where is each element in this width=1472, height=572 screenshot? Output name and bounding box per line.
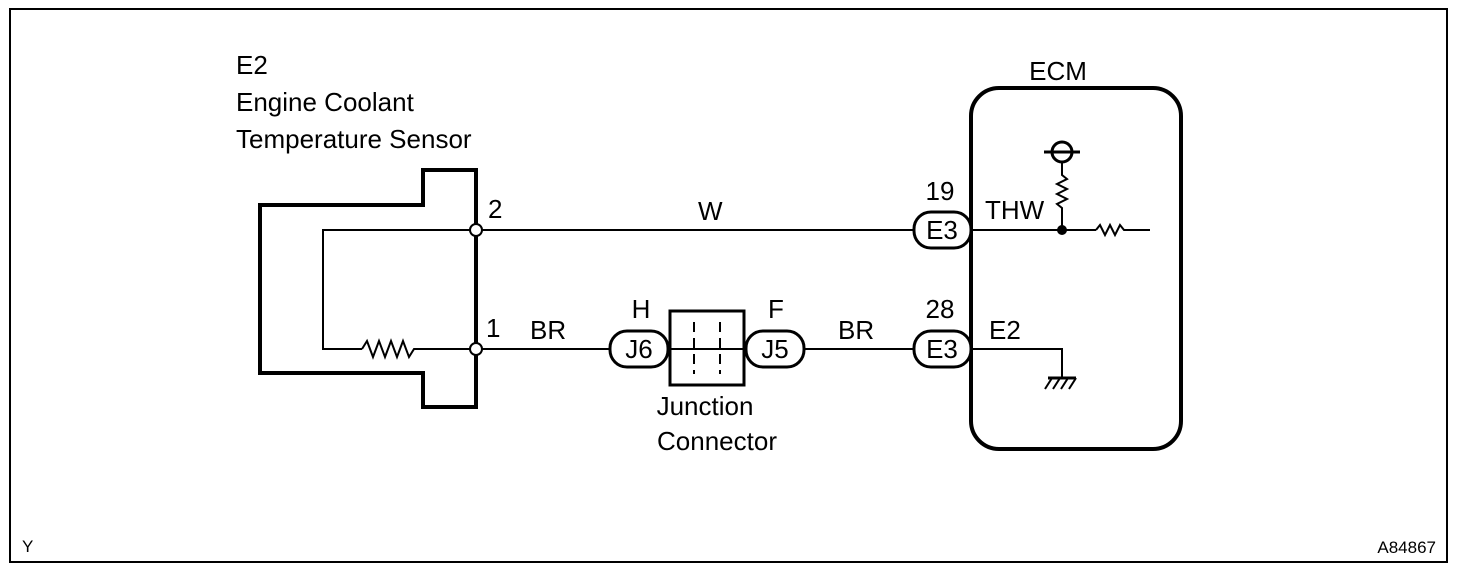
- wire-br-right-color-label: BR: [838, 315, 874, 345]
- junction-label-line1: Junction: [657, 391, 754, 421]
- sensor-name-line2: Temperature Sensor: [236, 124, 472, 154]
- ground-hatch-3: [1060, 377, 1069, 390]
- ecm-resistor-horizontal: [1095, 222, 1150, 238]
- connector-j5: [744, 329, 806, 369]
- sensor-name-line1: Engine Coolant: [236, 87, 415, 117]
- connector-j5-pin: F: [768, 294, 784, 324]
- sensor-code: E2: [236, 50, 268, 80]
- junction-label-line2: Connector: [657, 426, 777, 456]
- ecm-box: [969, 86, 1183, 451]
- footer-figure-id: A84867: [1377, 538, 1436, 557]
- ecm-e2-label: E2: [989, 315, 1021, 345]
- connector-j5-id: J5: [761, 334, 788, 364]
- sensor-pin-1-label: 1: [486, 313, 500, 343]
- wire-br-left-color-label: BR: [530, 315, 566, 345]
- connector-j6-id: J6: [625, 334, 652, 364]
- sensor-internal-wire: [322, 229, 476, 350]
- ground-hatch-2: [1052, 377, 1061, 390]
- junction-connector-box: [668, 309, 746, 387]
- ecm-title: ECM: [1029, 56, 1087, 86]
- wire-w-color-label: W: [698, 196, 723, 226]
- ecm-e2-line: [971, 348, 1063, 378]
- sensor-thermistor-symbol: [361, 338, 476, 360]
- ground-hatch-4: [1068, 377, 1077, 390]
- sensor-pin-1-terminal: [469, 342, 483, 356]
- diagram-frame: [9, 8, 1448, 563]
- connector-e3-top-pin: 19: [926, 176, 955, 206]
- sensor-pin-2-terminal: [469, 223, 483, 237]
- connector-e3-bottom-id: E3: [926, 334, 958, 364]
- connector-e3-top-id: E3: [926, 215, 958, 245]
- ecm-pullup-resistor: [1054, 162, 1070, 230]
- connector-e3-bottom-pin: 28: [926, 294, 955, 324]
- connector-j6-pin: H: [632, 294, 651, 324]
- ecm-thw-label: THW: [985, 195, 1045, 225]
- footer-left-code: Y: [22, 537, 33, 556]
- sensor-pin-2-label: 2: [488, 194, 502, 224]
- ground-hatch-1: [1044, 377, 1053, 390]
- sensor-housing: [258, 168, 478, 409]
